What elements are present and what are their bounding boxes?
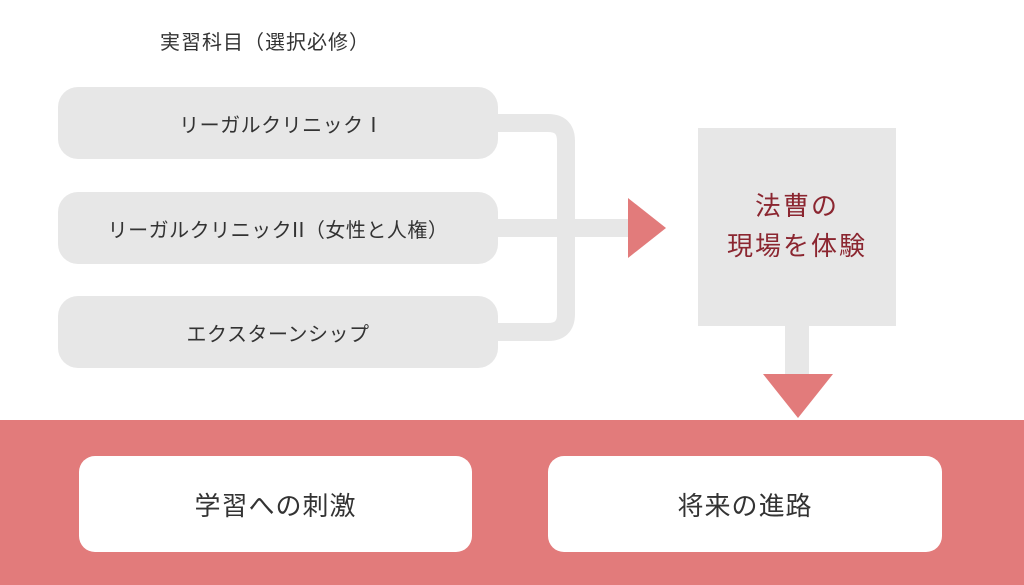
outcome-line-1: 法曹の — [754, 192, 839, 222]
connector-top — [498, 114, 575, 228]
outcome-box: 法曹の 現場を体験 — [698, 128, 896, 326]
connector-bottom — [498, 228, 575, 341]
result-label: 学習への刺激 — [194, 491, 357, 522]
course-pill-legal-clinic-2: リーガルクリニックII（女性と人権） — [58, 192, 498, 264]
course-label: リーガルクリニックII（女性と人権） — [107, 217, 449, 242]
course-pill-externship: エクスターンシップ — [58, 296, 498, 368]
arrow-right-icon — [628, 198, 666, 258]
course-label: エクスターンシップ — [186, 321, 370, 346]
arrow-down-icon — [763, 374, 833, 418]
course-pill-legal-clinic-1: リーガルクリニック I — [58, 87, 498, 159]
result-box-future-career: 将来の進路 — [548, 456, 942, 552]
result-box-learning-stimulus: 学習への刺激 — [79, 456, 472, 552]
course-label: リーガルクリニック I — [179, 112, 377, 137]
result-label: 将来の進路 — [677, 491, 813, 522]
outcome-line-2: 現場を体験 — [726, 232, 867, 262]
diagram-heading: 実習科目（選択必修） — [160, 30, 370, 54]
connector-down — [785, 326, 809, 376]
